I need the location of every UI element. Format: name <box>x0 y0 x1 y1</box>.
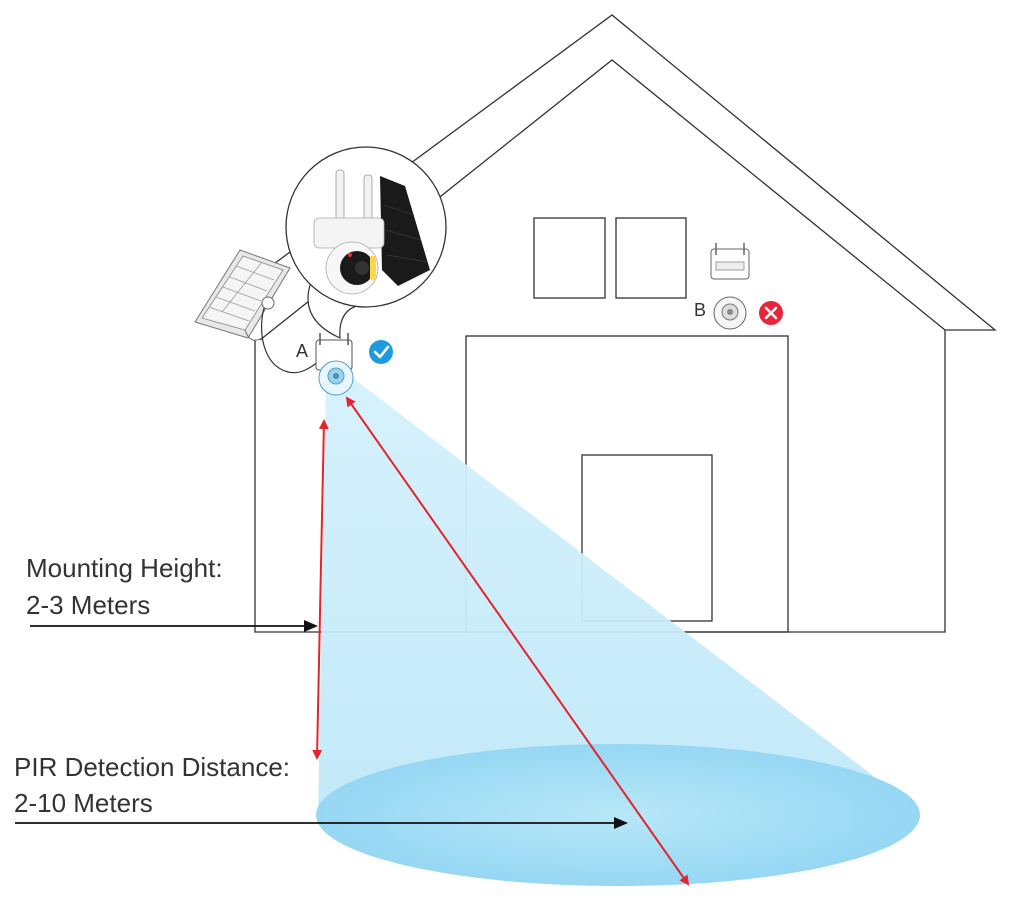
window-right <box>615 217 687 299</box>
pir-distance-value: 2-10 Meters <box>14 788 153 818</box>
camera-a-label: A <box>296 341 308 361</box>
pir-distance-label: PIR Detection Distance: <box>14 752 290 782</box>
solar-panel <box>194 249 291 341</box>
camera-b: B <box>694 243 783 330</box>
window-left <box>533 217 606 299</box>
mounting-height-value: 2-3 Meters <box>26 590 150 620</box>
mounting-height-label: Mounting Height: <box>26 553 223 583</box>
camera-b-label: B <box>694 300 706 320</box>
pir-detection-beam <box>316 372 920 886</box>
detection-distance-arrow <box>345 396 690 886</box>
camera-a: A <box>296 333 393 396</box>
roof-outer <box>194 14 997 633</box>
camera-b-status <box>759 301 783 325</box>
house-outline <box>194 14 997 633</box>
bubble-solar-panel <box>380 176 430 286</box>
power-cable <box>261 307 319 374</box>
camera-a-status <box>369 340 393 364</box>
camera-zoom-bubble <box>285 146 447 339</box>
mounting-height-arrow <box>312 419 329 760</box>
check-icon <box>369 340 393 364</box>
detection-floor-ellipse <box>316 744 920 886</box>
